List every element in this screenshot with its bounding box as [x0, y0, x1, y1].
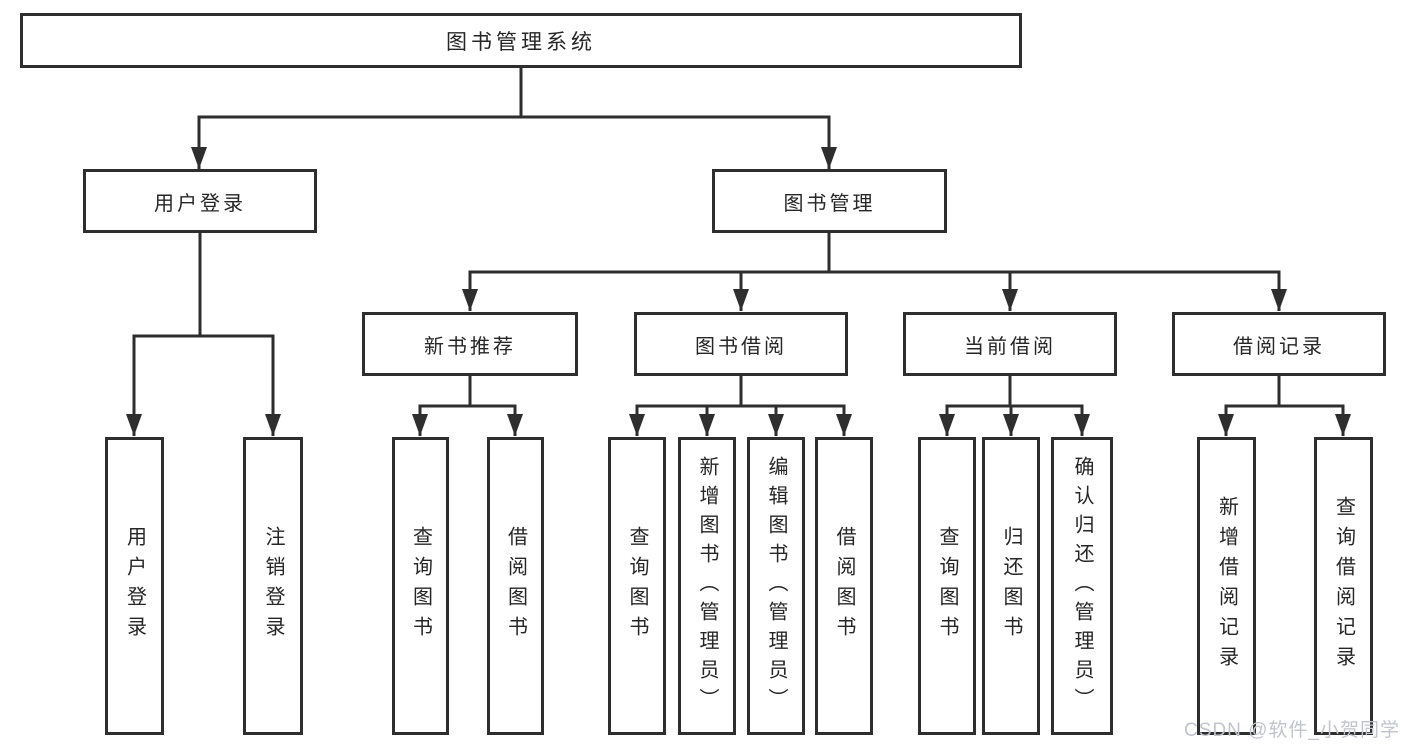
node-label: 查询借阅记录	[1332, 496, 1355, 676]
node-library-system: 图书管理系统	[20, 13, 1022, 68]
node-book-borrow: 图书借阅	[634, 312, 848, 376]
node-label: 确认归还（管理员）	[1071, 455, 1093, 717]
leaf-confirm-return-admin: 确认归还（管理员）	[1051, 437, 1113, 735]
node-label: 当前借阅	[964, 335, 1056, 358]
leaf-query-books-borrow: 查询图书	[608, 437, 666, 735]
node-current-borrow: 当前借阅	[903, 312, 1117, 376]
node-label: 用户登录	[154, 192, 246, 215]
leaf-borrow-books: 借阅图书	[815, 437, 873, 735]
node-label: 借阅图书	[504, 526, 527, 646]
leaf-query-books-current: 查询图书	[918, 437, 976, 735]
leaf-query-borrow-record: 查询借阅记录	[1314, 437, 1373, 735]
node-label: 编辑图书（管理员）	[765, 455, 787, 717]
node-label: 图书管理系统	[446, 30, 596, 54]
node-label: 图书管理	[783, 192, 876, 215]
leaf-user-login: 用户登录	[105, 437, 164, 735]
leaf-logout: 注销登录	[243, 437, 303, 735]
leaf-borrow-books-recommend: 借阅图书	[487, 437, 544, 735]
node-label: 新书推荐	[424, 335, 516, 358]
node-label: 查询图书	[936, 526, 958, 646]
node-label: 借阅记录	[1233, 335, 1325, 358]
node-label: 用户登录	[123, 526, 146, 646]
node-label: 注销登录	[262, 526, 284, 646]
node-label: 图书借阅	[695, 335, 787, 358]
leaf-add-book-admin: 新增图书（管理员）	[678, 437, 736, 735]
leaf-add-borrow-record: 新增借阅记录	[1197, 437, 1256, 735]
node-label: 归还图书	[1000, 526, 1022, 646]
node-book-management: 图书管理	[712, 169, 947, 233]
leaf-return-book: 归还图书	[982, 437, 1040, 735]
node-label: 借阅图书	[833, 526, 855, 646]
node-label: 新增借阅记录	[1215, 496, 1238, 676]
node-borrow-records: 借阅记录	[1172, 312, 1386, 376]
node-label: 查询图书	[409, 526, 432, 646]
node-label: 查询图书	[626, 526, 648, 646]
node-new-book-recommend: 新书推荐	[362, 312, 578, 376]
leaf-query-books-recommend: 查询图书	[392, 437, 449, 735]
watermark-text: CSDN @软件_小贺同学	[1184, 720, 1400, 741]
node-user-login: 用户登录	[83, 169, 317, 233]
leaf-edit-book-admin: 编辑图书（管理员）	[747, 437, 805, 735]
node-label: 新增图书（管理员）	[696, 455, 718, 717]
